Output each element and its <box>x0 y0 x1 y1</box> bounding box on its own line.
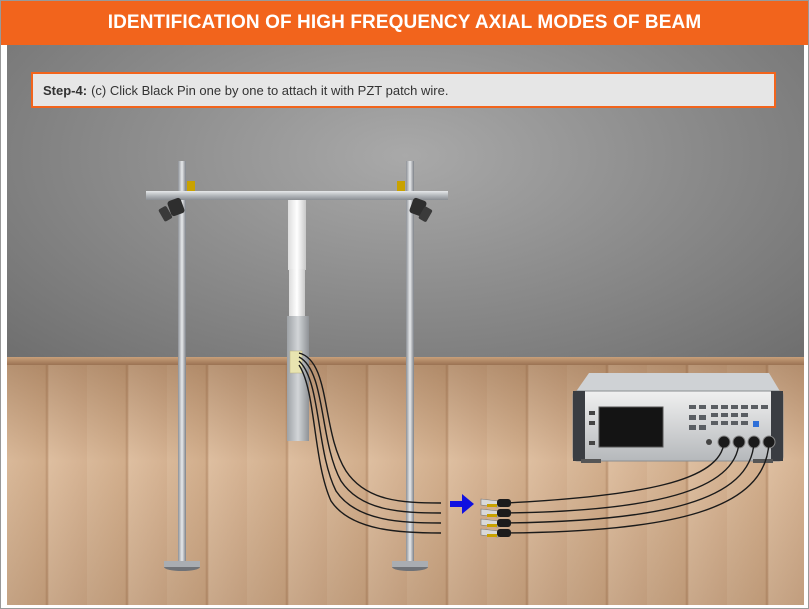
pzt-patch <box>289 350 303 374</box>
instruction-box: Step-4: (c) Click Black Pin one by one t… <box>31 72 776 108</box>
cross-bar <box>146 191 448 200</box>
pzt-wires <box>298 352 442 534</box>
step-label: Step-4: <box>43 82 88 98</box>
black-pin-1[interactable] <box>480 498 511 508</box>
analyzer-wires <box>505 441 770 534</box>
black-pin-3[interactable] <box>480 518 511 528</box>
right-arrow-icon <box>450 494 474 514</box>
baseboard <box>7 357 804 365</box>
black-pin-4[interactable] <box>480 528 511 538</box>
impedance-analyzer <box>572 373 784 463</box>
beam <box>287 200 309 441</box>
left-stand <box>164 161 200 571</box>
instruction-text: (c) Click Black Pin one by one to attach… <box>91 82 449 98</box>
right-stand <box>392 161 428 571</box>
page-title-text: IDENTIFICATION OF HIGH FREQUENCY AXIAL M… <box>107 12 702 33</box>
right-clamp <box>397 181 433 222</box>
black-pin-2[interactable] <box>480 508 511 518</box>
left-clamp <box>158 181 195 222</box>
page-title: IDENTIFICATION OF HIGH FREQUENCY AXIAL M… <box>1 1 808 45</box>
